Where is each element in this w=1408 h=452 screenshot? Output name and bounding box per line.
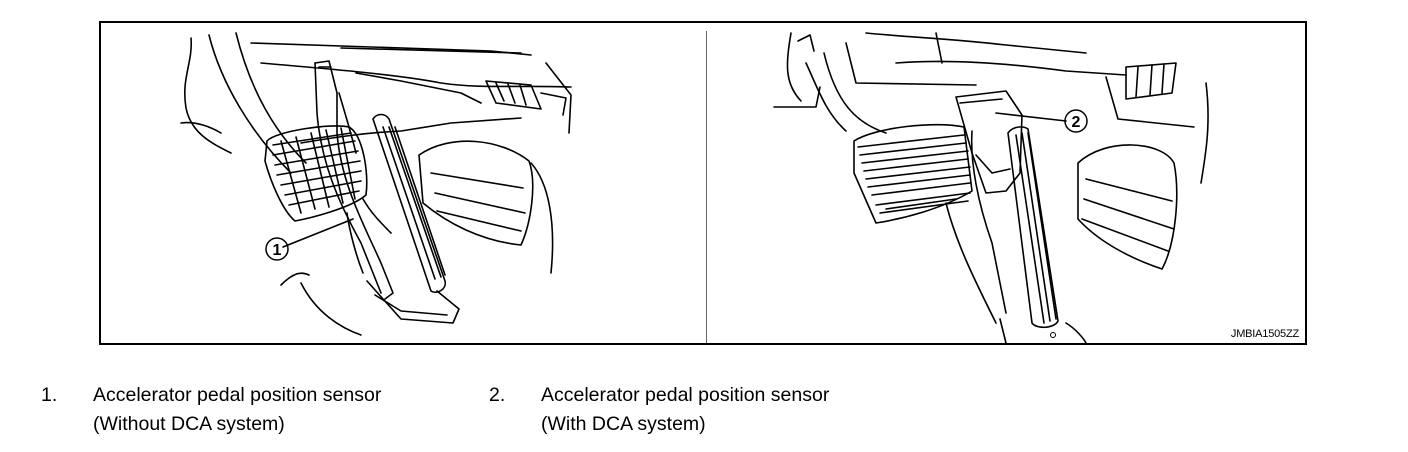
callout-1-label: 1: [273, 242, 282, 259]
legend-line-1: Accelerator pedal position sensor: [93, 384, 382, 406]
brake-pedal-pad-dca: [853, 123, 973, 224]
panel-divider: [706, 31, 707, 343]
accelerator-pedal: [346, 113, 460, 324]
accelerator-pedal-dca: [999, 126, 1087, 343]
legend-line-2: (Without DCA system): [93, 413, 285, 435]
pedal-line-drawing: 1: [180, 32, 1209, 343]
right-panel-drawing: 2: [773, 32, 1209, 343]
pedal-illustration-frame: 1: [99, 21, 1307, 345]
legend-item-1: 1. Accelerator pedal position sensor (Wi…: [41, 381, 461, 441]
brake-pedal-pad: [264, 125, 368, 222]
figure-id: JMBIA1505ZZ: [1230, 328, 1299, 340]
legend-line-2: (With DCA system): [541, 413, 706, 435]
dca-sensor-housing: [955, 90, 1023, 314]
legend-item-2: 2. Accelerator pedal position sensor (Wi…: [489, 381, 909, 441]
legend-number: 1.: [41, 384, 58, 406]
left-panel-drawing: 1: [180, 32, 572, 336]
legend-number: 2.: [489, 384, 506, 406]
legend-line-1: Accelerator pedal position sensor: [541, 384, 830, 406]
callout-2-label: 2: [1072, 114, 1081, 131]
